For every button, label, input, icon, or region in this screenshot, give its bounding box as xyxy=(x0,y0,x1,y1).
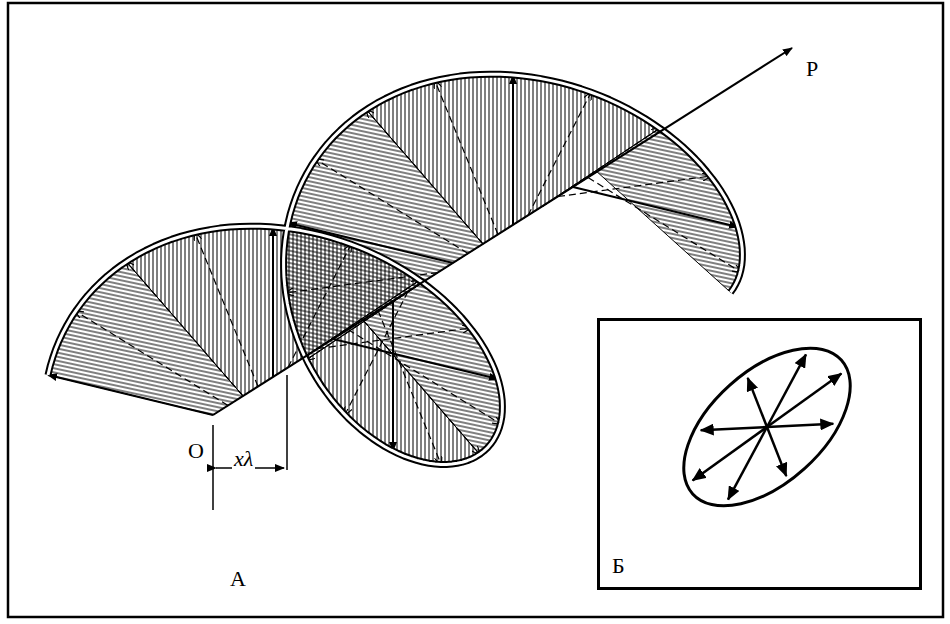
field-vector xyxy=(333,339,498,379)
field-vector xyxy=(378,311,441,465)
origin-label: O xyxy=(188,440,204,462)
field-vector xyxy=(126,262,243,396)
inset-panel: Б xyxy=(597,318,922,590)
dimension-xlambda xyxy=(213,375,287,510)
field-vector xyxy=(573,187,738,227)
field-vector xyxy=(748,378,767,427)
field-vector xyxy=(318,328,470,348)
field-vector xyxy=(767,374,841,428)
field-vector xyxy=(195,233,258,387)
field-vector xyxy=(435,81,498,235)
field-vector xyxy=(767,424,833,427)
field-vector xyxy=(363,320,480,454)
field-vector xyxy=(76,311,228,405)
field-vector xyxy=(728,427,767,500)
field-vector xyxy=(767,427,786,476)
field-vector xyxy=(528,92,591,215)
field-vector xyxy=(366,110,483,244)
polarization-ellipse xyxy=(655,321,879,536)
field-vector xyxy=(767,354,806,427)
outer-frame xyxy=(8,3,943,617)
axis-label: P xyxy=(806,58,818,80)
field-vector xyxy=(701,427,767,430)
hatched-sector xyxy=(543,128,742,292)
field-vector xyxy=(392,301,394,451)
ellipse-drawing xyxy=(600,321,919,587)
field-vector xyxy=(558,176,710,196)
field-vector xyxy=(272,227,274,377)
panel-label: Б xyxy=(612,555,625,577)
dimension-label: xλ xyxy=(232,448,255,470)
field-vector xyxy=(693,427,767,481)
field-vector xyxy=(288,244,351,367)
field-vector xyxy=(512,75,514,225)
field-vector xyxy=(345,292,408,415)
panel-label: А xyxy=(230,568,246,590)
